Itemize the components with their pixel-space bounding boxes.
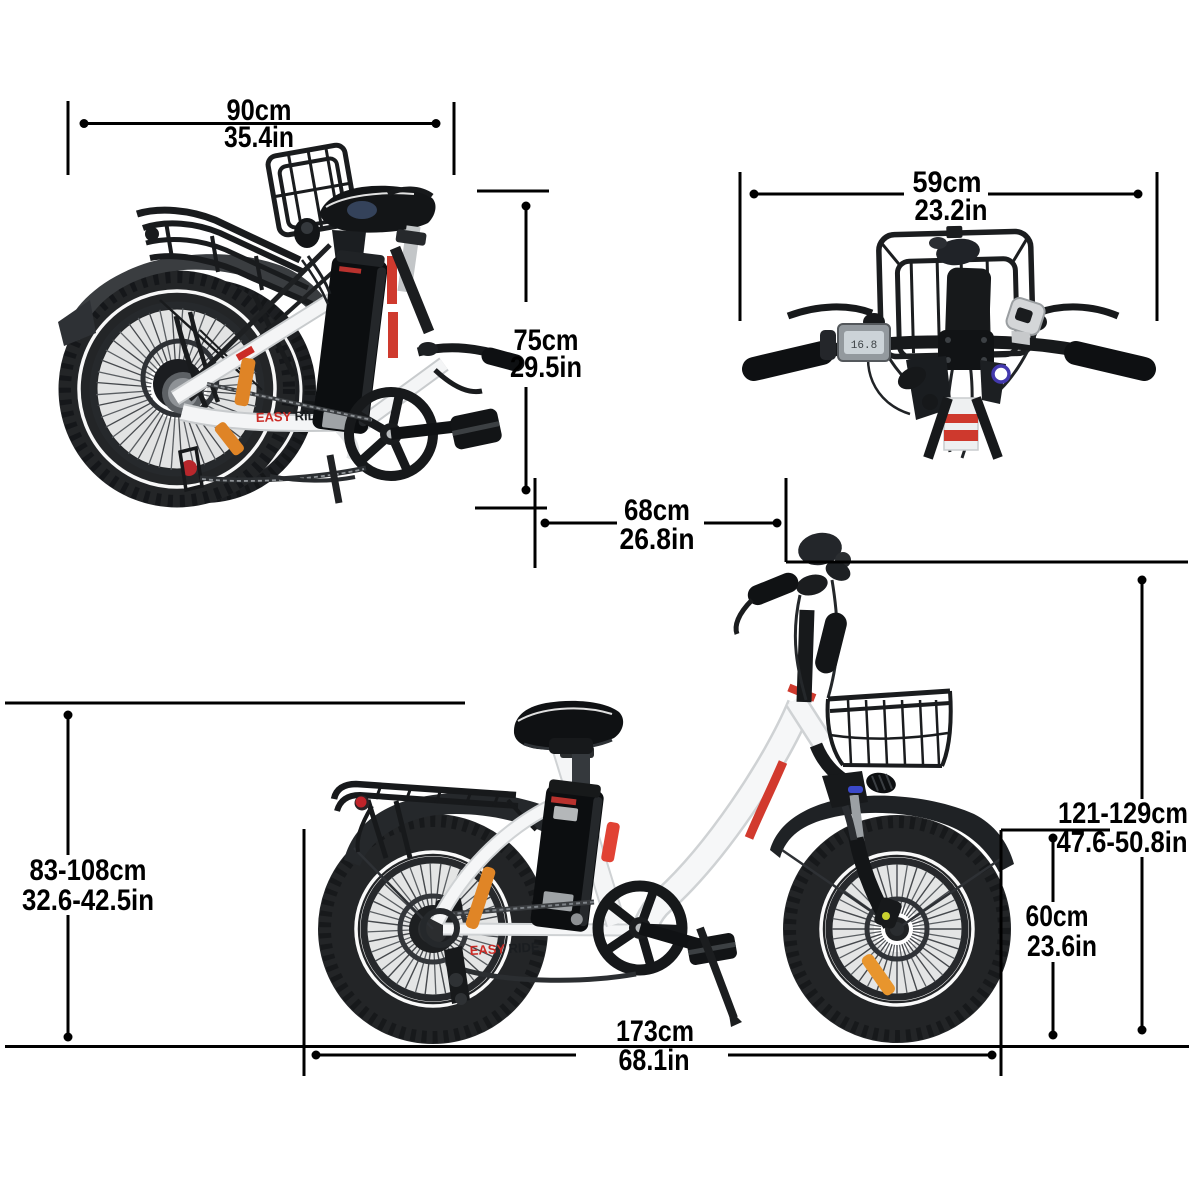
svg-text:32.6-42.5in: 32.6-42.5in xyxy=(22,884,154,917)
svg-text:26.8in: 26.8in xyxy=(620,523,695,556)
svg-text:83-108cm: 83-108cm xyxy=(30,854,147,887)
svg-text:173cm: 173cm xyxy=(616,1015,694,1048)
svg-text:16.8: 16.8 xyxy=(851,340,877,352)
svg-text:68.1in: 68.1in xyxy=(619,1044,690,1077)
svg-text:59cm: 59cm xyxy=(913,166,982,199)
svg-text:EASY RIDE: EASY RIDE xyxy=(469,939,540,958)
svg-text:23.6in: 23.6in xyxy=(1027,930,1097,963)
svg-text:90cm: 90cm xyxy=(227,94,292,127)
svg-text:68cm: 68cm xyxy=(624,494,690,527)
svg-text:60cm: 60cm xyxy=(1026,900,1089,933)
svg-text:121-129cm: 121-129cm xyxy=(1058,797,1188,830)
svg-text:75cm: 75cm xyxy=(514,324,579,357)
svg-text:47.6-50.8in: 47.6-50.8in xyxy=(1057,826,1188,859)
svg-text:23.2in: 23.2in xyxy=(915,194,988,227)
svg-text:35.4in: 35.4in xyxy=(224,121,294,154)
svg-text:29.5in: 29.5in xyxy=(510,351,582,384)
